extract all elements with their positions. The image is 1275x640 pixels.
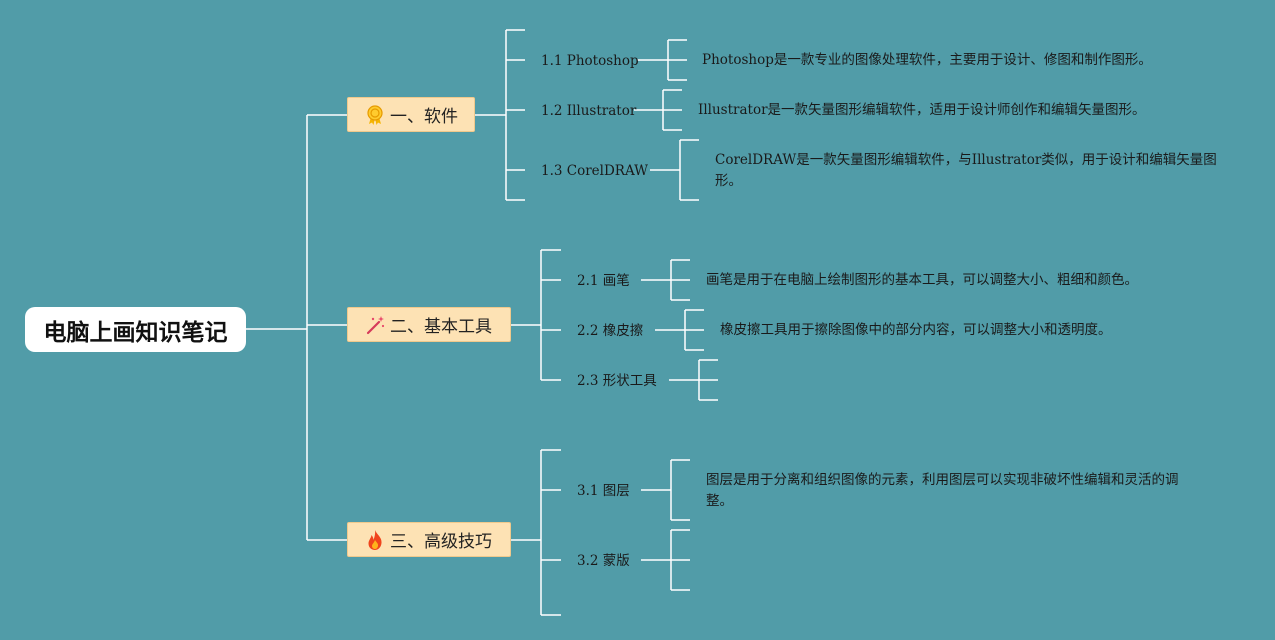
connector-b1-ticks [506,29,525,201]
subnode-illustrator[interactable]: 1.2 Illustrator [541,103,637,119]
desc-illustrator: Illustrator是一款矢量图形编辑软件，适用于设计师创作和编辑矢量图形。 [698,102,1146,118]
desc-eraser: 橡皮擦工具用于擦除图像中的部分内容，可以调整大小和透明度。 [720,322,1112,338]
award-ribbon-icon [364,104,386,126]
connector-b2-c2 [655,309,704,351]
subnode-mask[interactable]: 3.2 蒙版 [577,553,630,569]
subnode-photoshop[interactable]: 1.1 Photoshop [541,53,639,69]
subnode-layers[interactable]: 3.1 图层 [577,483,630,499]
connector-b2-c1 [641,259,690,301]
flame-icon [364,529,386,551]
desc-coreldraw: CorelDRAW是一款矢量图形编辑软件，与Illustrator类似，用于设计… [715,152,1217,189]
branch-label-software: 一、软件 [390,107,458,127]
magic-wand-icon [364,314,386,336]
branch-node-basic-tools[interactable]: 二、基本工具 [347,307,511,342]
root-title: 电脑上画知识笔记 [43,319,228,346]
connector-b3-c2 [641,529,690,591]
connector-b1-c2 [634,89,682,131]
subnode-brush[interactable]: 2.1 画笔 [577,273,630,289]
connector-b3-c1 [641,459,690,521]
branch-node-advanced-tips[interactable]: 三、高级技巧 [347,522,511,557]
connector-b3-ticks [541,449,561,616]
root-node[interactable]: 电脑上画知识笔记 [25,307,246,352]
connector-b2-c3 [669,359,718,401]
branch-label-advanced-tips: 三、高级技巧 [390,532,492,552]
desc-layers: 图层是用于分离和组织图像的元素，利用图层可以实现非破坏性编辑和灵活的调整。 [706,472,1179,509]
connector-b1-c3 [650,139,699,201]
desc-brush: 画笔是用于在电脑上绘制图形的基本工具，可以调整大小、粗细和颜色。 [706,272,1138,288]
subnode-eraser[interactable]: 2.2 橡皮擦 [577,323,644,339]
connector-b2-ticks [541,249,561,381]
branch-node-software[interactable]: 一、软件 [347,97,475,132]
subnode-shape-tool[interactable]: 2.3 形状工具 [577,373,657,389]
branch-label-basic-tools: 二、基本工具 [390,317,492,337]
desc-photoshop: Photoshop是一款专业的图像处理软件，主要用于设计、修图和制作图形。 [702,52,1152,68]
subnode-coreldraw[interactable]: 1.3 CorelDRAW [541,163,649,179]
connector-b1-c1 [637,39,687,81]
